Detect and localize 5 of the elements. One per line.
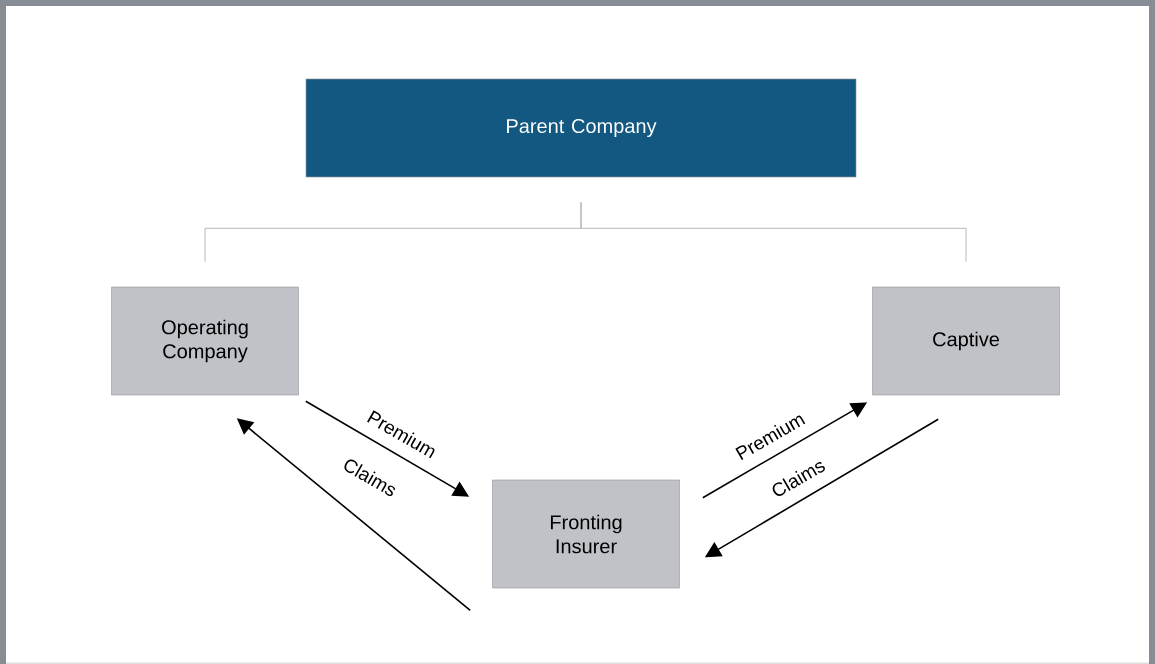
company-box: Fronting Insurer: [492, 479, 680, 589]
company-box: Parent Company: [305, 78, 857, 178]
company-box: Operating Company: [111, 286, 299, 396]
company-box: Captive: [872, 286, 1060, 396]
connector-line: [580, 201, 967, 263]
